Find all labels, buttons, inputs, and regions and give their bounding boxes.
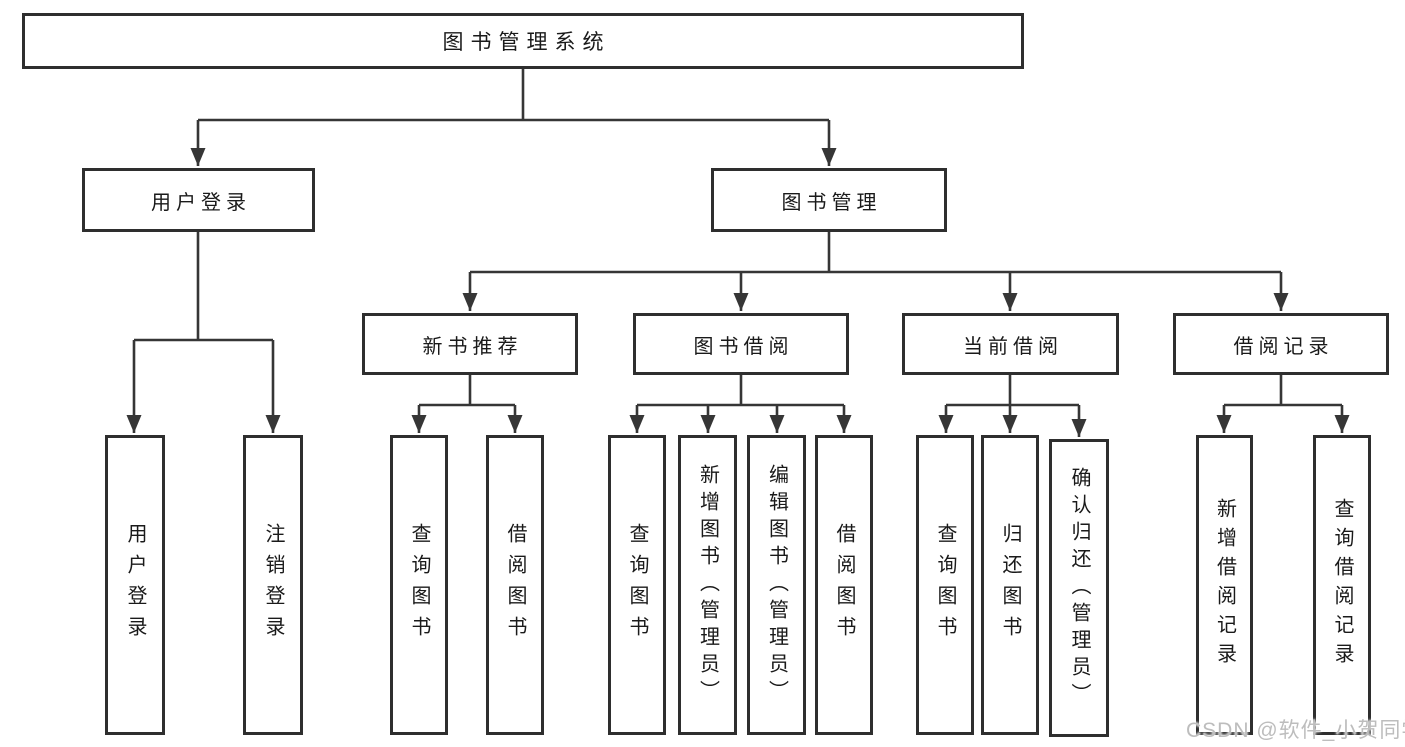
node-book-management: 图书管理 xyxy=(711,168,947,232)
leaf-query-books-recommend: 查询图书 xyxy=(390,435,448,735)
leaf-query-borrow-record: 查询借阅记录 xyxy=(1313,435,1371,735)
node-library-management-system: 图书管理系统 xyxy=(22,13,1024,69)
leaf-user-login: 用户登录 xyxy=(105,435,165,735)
node-borrowing-records: 借阅记录 xyxy=(1173,313,1389,375)
node-new-book-recommend: 新书推荐 xyxy=(362,313,578,375)
node-user-login: 用户登录 xyxy=(82,168,315,232)
node-current-borrowing: 当前借阅 xyxy=(902,313,1119,375)
leaf-logout: 注销登录 xyxy=(243,435,303,735)
csdn-watermark: CSDN @软件_小贺同学 xyxy=(1186,719,1405,742)
leaf-add-book-admin: 新增图书（管理员） xyxy=(678,435,737,735)
leaf-borrow-books-recommend: 借阅图书 xyxy=(486,435,544,735)
leaf-query-books-current: 查询图书 xyxy=(916,435,974,735)
leaf-add-borrow-record: 新增借阅记录 xyxy=(1196,435,1253,735)
leaf-edit-book-admin: 编辑图书（管理员） xyxy=(747,435,806,735)
leaf-query-books-borrowing: 查询图书 xyxy=(608,435,666,735)
leaf-return-books: 归还图书 xyxy=(981,435,1039,735)
leaf-borrow-books-borrowing: 借阅图书 xyxy=(815,435,873,735)
node-book-borrowing: 图书借阅 xyxy=(633,313,849,375)
leaf-confirm-return-admin: 确认归还（管理员） xyxy=(1049,439,1109,737)
